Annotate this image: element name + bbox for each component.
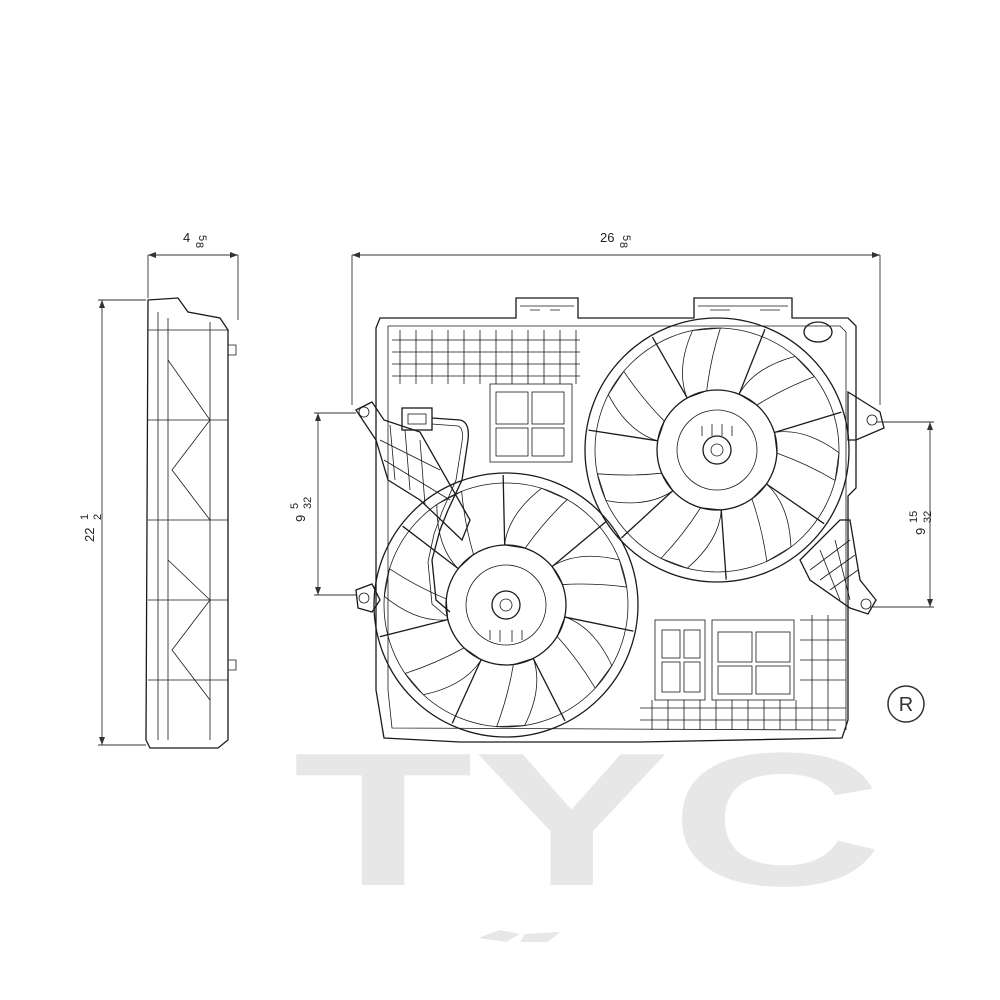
right-fan-offset-dimension: 9 15 32 <box>870 421 934 608</box>
height-fraction-den: 2 <box>92 514 104 520</box>
depth-dimension: 4 5 8 <box>147 230 239 320</box>
depth-fraction-den: 8 <box>193 242 205 248</box>
side-view <box>145 297 237 749</box>
fan-blade <box>551 555 628 588</box>
fan-blade <box>436 490 474 570</box>
fan-strut <box>720 509 727 580</box>
depth-fraction-num: 5 <box>196 235 208 241</box>
width-whole: 26 <box>600 230 614 245</box>
right-mount-bracket <box>799 390 885 615</box>
front-view <box>355 297 885 743</box>
fan-blade <box>773 431 840 482</box>
wire-harness <box>401 407 469 617</box>
left-offset-whole: 9 <box>293 515 308 522</box>
fan-blade <box>504 487 568 549</box>
left-fan-offset-dimension: 9 5 32 <box>289 412 356 596</box>
brand-watermark: TYC R <box>293 685 925 926</box>
right-offset-fraction-num: 15 <box>908 511 920 523</box>
fan-strut <box>532 658 566 722</box>
faint-logo-mark <box>478 930 560 942</box>
fan-strut <box>738 328 766 395</box>
fan-blade <box>607 370 665 442</box>
brand-logo-text: TYC <box>293 714 883 926</box>
fan-strut <box>379 619 448 638</box>
fan-strut <box>451 659 482 724</box>
width-dimension: 26 5 8 <box>351 230 881 405</box>
right-fan <box>584 317 850 583</box>
fan-blade <box>496 657 538 728</box>
fan-blade <box>660 507 722 569</box>
left-fan <box>373 472 639 738</box>
width-fraction-den: 8 <box>617 242 629 248</box>
left-offset-fraction-den: 32 <box>302 497 314 509</box>
grid-top-left <box>392 330 580 463</box>
registered-mark-letter: R <box>899 694 913 716</box>
fan-strut <box>774 411 842 434</box>
fan-strut <box>620 490 674 539</box>
right-offset-fraction-den: 32 <box>922 511 934 523</box>
fan-blade <box>596 472 674 504</box>
height-dimension: 22 1 2 <box>79 299 146 746</box>
fan-strut <box>766 483 825 525</box>
registered-mark-icon <box>887 685 925 723</box>
fan-blade <box>682 327 721 399</box>
right-offset-whole: 9 <box>913 528 928 535</box>
fan-blade <box>556 616 613 689</box>
fan-blade <box>738 355 816 406</box>
fan-blade <box>383 568 449 621</box>
fan-strut <box>402 525 459 570</box>
fan-strut <box>564 616 634 632</box>
fan-strut <box>651 336 688 399</box>
fan-blade <box>404 647 482 696</box>
grid-bottom-right <box>640 615 846 730</box>
left-offset-fraction-num: 5 <box>289 503 301 509</box>
fan-strut <box>588 429 658 442</box>
left-mount-bracket <box>355 401 471 613</box>
fan-blade <box>751 483 792 563</box>
depth-whole: 4 <box>183 230 190 245</box>
height-whole: 22 <box>82 528 97 542</box>
width-fraction-num: 5 <box>620 235 632 241</box>
fan-strut <box>551 521 607 568</box>
fan-strut <box>502 475 506 546</box>
height-fraction-num: 1 <box>79 514 91 520</box>
